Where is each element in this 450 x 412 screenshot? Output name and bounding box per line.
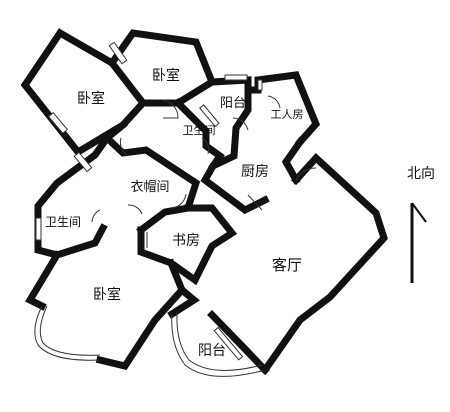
wall-bedroom-bottom — [25, 250, 62, 311]
door-bedroom-top — [162, 99, 179, 119]
label-bathroom-left: 卫生间 — [45, 215, 81, 229]
bay-window-bedroom-bottom-inner — [39, 305, 101, 356]
bay-windows — [34, 305, 266, 377]
wall-study — [137, 204, 238, 286]
wall-bathroom-top — [173, 98, 225, 171]
north-arrow-icon — [410, 202, 427, 283]
window-bathroom-left-upper — [73, 151, 93, 173]
window-bedroom-top — [108, 41, 128, 65]
window-living-room-balcony — [213, 326, 244, 361]
wall-kitchen-right — [281, 137, 305, 185]
room-labels: 卧室 卧室 阳台 工人房 卫生间 厨房 衣帽间 卫生间 书房 客厅 卧室 阳台 — [45, 67, 304, 359]
walls — [20, 28, 388, 375]
bay-window-bedroom-bottom — [34, 305, 101, 361]
label-study: 书房 — [172, 233, 200, 249]
wall-kitchen — [200, 86, 270, 215]
wall-cloakroom — [101, 120, 201, 235]
wall-balcony-bottom — [167, 285, 200, 319]
window-bathroom-top — [199, 104, 220, 128]
label-cloakroom: 衣帽间 — [130, 179, 169, 195]
bay-window-balcony-bottom — [171, 313, 266, 377]
door-bathroom-top — [201, 137, 210, 155]
compass: 北向 — [407, 166, 435, 283]
window-bedroom-upper-left — [47, 111, 69, 135]
label-bedroom-bottom: 卧室 — [93, 286, 121, 303]
wall-balcony-bottom-right — [207, 310, 270, 375]
door-bedroom-upper-left — [119, 137, 129, 157]
label-balcony-top: 阳台 — [220, 96, 246, 111]
wall-bathroom-left — [34, 133, 112, 259]
door-cloakroom — [127, 204, 143, 215]
door-kitchen-exterior — [295, 167, 317, 181]
door-kitchen-living — [247, 194, 263, 211]
door-balcony-top — [232, 117, 249, 131]
windows — [35, 41, 263, 361]
label-living-room: 客厅 — [272, 256, 302, 274]
window-balcony-top — [257, 79, 263, 91]
label-balcony-bottom: 阳台 — [198, 343, 226, 359]
label-bedroom-top: 卧室 — [152, 67, 180, 84]
wall-bedroom-bottom-right — [95, 258, 187, 370]
label-bedroom-upper-left: 卧室 — [77, 90, 105, 107]
window-balcony-top-edge — [224, 74, 248, 81]
label-kitchen: 厨房 — [241, 164, 269, 180]
wall-living-room — [260, 153, 388, 375]
window-bathroom-left — [35, 217, 42, 241]
compass-label: 北向 — [407, 166, 435, 182]
door-bathroom-left — [91, 209, 101, 223]
door-study-upper — [170, 193, 187, 209]
label-maid-room: 工人房 — [271, 108, 304, 121]
wall-bedroom-top — [107, 29, 217, 107]
bay-window-balcony-bottom-inner — [176, 313, 263, 371]
label-bathroom-top: 卫生间 — [183, 123, 216, 137]
doors — [91, 95, 317, 248]
door-maid-room — [267, 95, 281, 109]
